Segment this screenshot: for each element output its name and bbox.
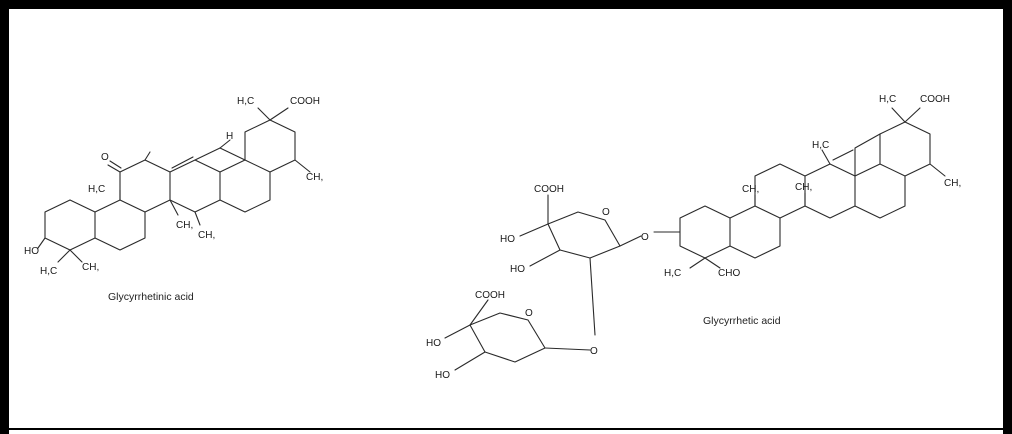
ring-a-2: [679, 205, 731, 259]
frame-border-right: [1003, 0, 1012, 434]
atom-o-link-2: O: [641, 232, 649, 243]
sugar2-cooh-bond: [469, 299, 489, 326]
ring-e-2: [854, 163, 906, 219]
glycyrrhetinic-acid-structure: O H,C COOH H CH, H,C CH, CH, HO H,C CH, …: [24, 96, 323, 303]
ketone-bond-3: [109, 160, 122, 169]
atom-h3c-a: H,C: [40, 266, 57, 277]
sugar-interlink: [589, 257, 596, 336]
atom-h3c-a-2: H,C: [664, 268, 681, 279]
ring-c-2: [754, 163, 806, 219]
atom-ch3-d1: CH,: [176, 220, 193, 231]
frame-border-bottom: [0, 428, 1012, 430]
ho-bond: [37, 237, 46, 249]
atom-oxo: O: [101, 152, 109, 163]
atom-ch3-a: CH,: [82, 262, 99, 273]
atom-h-junction: H: [226, 131, 233, 142]
atom-sugar1-cooh: COOH: [534, 184, 564, 195]
glycyrrhetic-acid-structure: H,C COOH H,C CH, CH, CH, O H,C CHO COOH …: [426, 94, 961, 381]
bond-de2: [219, 147, 246, 161]
atom-sugar1-ho2: HO: [510, 264, 525, 275]
sugar1-ho1-bond: [519, 223, 549, 237]
methyl-a-bond-2: [689, 257, 706, 269]
gem-methyl-bond: [257, 107, 271, 121]
atom-h3c-c: H,C: [88, 184, 105, 195]
sugar2-ho1-bond: [444, 324, 471, 339]
methyl-d1: [169, 199, 179, 216]
ketone-bond-2: [107, 164, 121, 173]
atom-ch3-d-2: CH,: [944, 178, 961, 189]
caption-glycyrrhetinic-acid: Glycyrrhetinic acid: [108, 291, 194, 303]
atom-sugar2-cooh: COOH: [475, 290, 505, 301]
atom-sugar2-ho2: HO: [435, 370, 450, 381]
atom-h3c-e-2: H,C: [812, 140, 829, 151]
sugar2-ho2-bond: [454, 351, 486, 371]
methyl-a1: [57, 249, 71, 263]
ring-b: [94, 199, 146, 251]
ring-d-2: [804, 163, 856, 219]
ring-a: [44, 199, 96, 251]
sugar1-ho2-bond: [529, 249, 561, 267]
sugar2-link: [544, 347, 591, 351]
bond-de: [194, 147, 221, 161]
ring-extra-2: [854, 133, 881, 177]
ring-e: [219, 159, 271, 213]
atom-cooh-2: COOH: [920, 94, 950, 105]
ring-top: [244, 119, 296, 173]
atom-sugar1-ring-o: O: [602, 207, 610, 218]
sugar1-link: [619, 235, 642, 247]
atom-ch3-e: CH,: [306, 172, 323, 183]
atom-ch3-d2: CH,: [198, 230, 215, 241]
methyl-d-bond-2: [929, 163, 946, 177]
atom-ch3-c2-2: CH,: [795, 182, 812, 193]
atom-sugar2-link-o: O: [590, 346, 598, 357]
cooh-bond: [269, 107, 289, 121]
methyl-a2: [69, 249, 83, 263]
methyl-e: [294, 159, 311, 173]
methyl-e-bond-2: [821, 149, 831, 165]
atom-ch3-c1-2: CH,: [742, 184, 759, 195]
double-bond-2: [832, 149, 854, 161]
atom-sugar1-ho1: HO: [500, 234, 515, 245]
ring-d: [169, 159, 221, 213]
atom-sugar2-ho1: HO: [426, 338, 441, 349]
ring-b-2: [729, 205, 781, 259]
methyl-d2: [194, 211, 201, 226]
atom-h3c-gem-2: H,C: [879, 94, 896, 105]
atom-h3c-gem: H,C: [237, 96, 254, 107]
atom-cho-2: CHO: [718, 268, 740, 279]
cho-bond-2: [704, 257, 721, 269]
ring-top-2: [879, 121, 931, 177]
atom-ho: HO: [24, 246, 39, 257]
h-junction-bond: [219, 139, 231, 149]
ring-c: [119, 159, 171, 213]
caption-glycyrrhetic-acid: Glycyrrhetic acid: [703, 315, 781, 327]
atom-sugar2-ring-o: O: [525, 308, 533, 319]
frame-border-top: [0, 0, 1012, 9]
gem-methyl-bond-2: [891, 107, 906, 123]
ketone-bond: [144, 151, 151, 161]
double-bond-c: [171, 156, 194, 169]
cooh-bond-2: [904, 107, 921, 123]
frame-border-left: [0, 0, 9, 434]
atom-cooh: COOH: [290, 96, 320, 107]
